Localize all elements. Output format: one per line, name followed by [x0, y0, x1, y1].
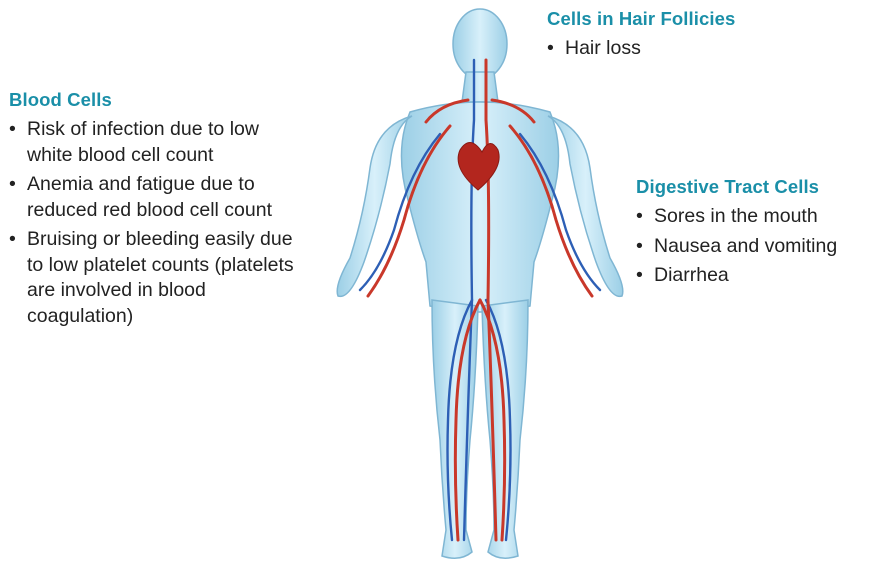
blood-cells-list: Risk of infection due to low white blood…: [9, 117, 299, 329]
list-item: Bruising or bleeding easily due to low p…: [9, 227, 299, 329]
digestive-tract-panel: Digestive Tract Cells Sores in the mouth…: [636, 176, 876, 293]
list-item: Diarrhea: [636, 263, 876, 289]
list-item: Risk of infection due to low white blood…: [9, 117, 299, 168]
body-silhouette: [337, 9, 623, 558]
list-item: Anemia and fatigue due to reduced red bl…: [9, 172, 299, 223]
blood-cells-title: Blood Cells: [9, 89, 299, 111]
human-circulatory-figure: [320, 0, 640, 565]
digestive-tract-list: Sores in the mouth Nausea and vomiting D…: [636, 204, 876, 289]
list-item: Nausea and vomiting: [636, 234, 876, 260]
list-item: Sores in the mouth: [636, 204, 876, 230]
blood-cells-panel: Blood Cells Risk of infection due to low…: [9, 89, 299, 333]
digestive-tract-title: Digestive Tract Cells: [636, 176, 876, 198]
